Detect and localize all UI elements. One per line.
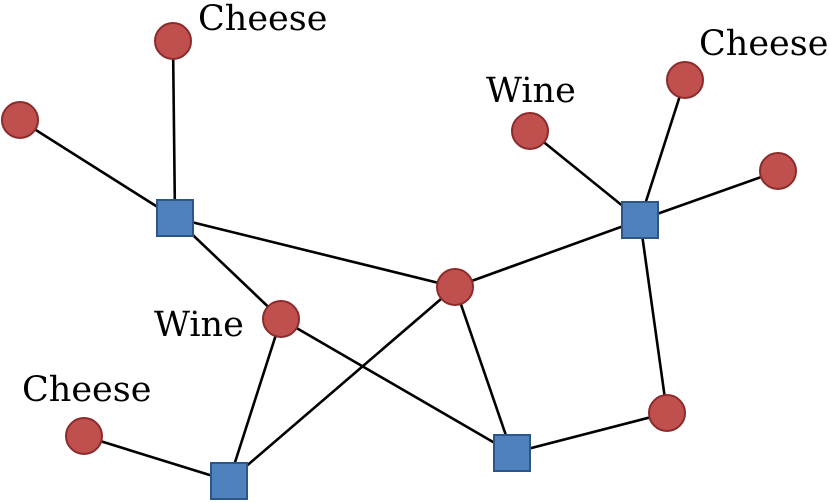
square-node-bottom-center [493, 434, 531, 472]
edge-s1-c-left [18, 118, 177, 220]
label-cheese-top: Cheese [198, 0, 327, 39]
square-node-top-right [621, 201, 659, 239]
label-cheese-right: Cheese [699, 24, 828, 64]
circle-node-left [1, 101, 39, 139]
circle-node-cheese-top [154, 22, 192, 60]
circle-node-bottom-right [648, 394, 686, 432]
edge-s3-c-cheese-left [82, 434, 231, 483]
circle-node-far-right [759, 152, 797, 190]
circle-nodes [1, 22, 797, 455]
edge-s2-c-far-right [638, 169, 780, 222]
edge-s1-c-top-cheese [171, 39, 177, 220]
edge-s4-c-center [453, 285, 514, 455]
edge-s2-c-cheese-right [638, 78, 687, 222]
edge-s3-c-wine-left [227, 317, 283, 483]
circle-node-center [436, 268, 474, 306]
edge-s3-c-center [227, 285, 457, 483]
label-wine-right: Wine [486, 71, 576, 111]
circle-node-wine-right [511, 112, 549, 150]
circle-node-cheese-right [666, 61, 704, 99]
square-node-top-left [156, 199, 194, 237]
edge-s2-c-center [453, 218, 642, 289]
label-cheese-left: Cheese [22, 370, 151, 410]
square-nodes [156, 199, 659, 500]
edge-s1-c-center [173, 216, 457, 289]
edge-s4-c-bottom-right [510, 411, 669, 455]
node-labels: Cheese Cheese Wine Wine Cheese [22, 0, 828, 410]
label-wine-left: Wine [154, 305, 244, 345]
square-node-bottom-left [210, 462, 248, 500]
circle-node-cheese-left [65, 417, 103, 455]
edge-s4-c-wine-left [279, 317, 514, 455]
edge-s2-c-bottom-right [638, 218, 669, 415]
circle-node-wine-left [262, 300, 300, 338]
